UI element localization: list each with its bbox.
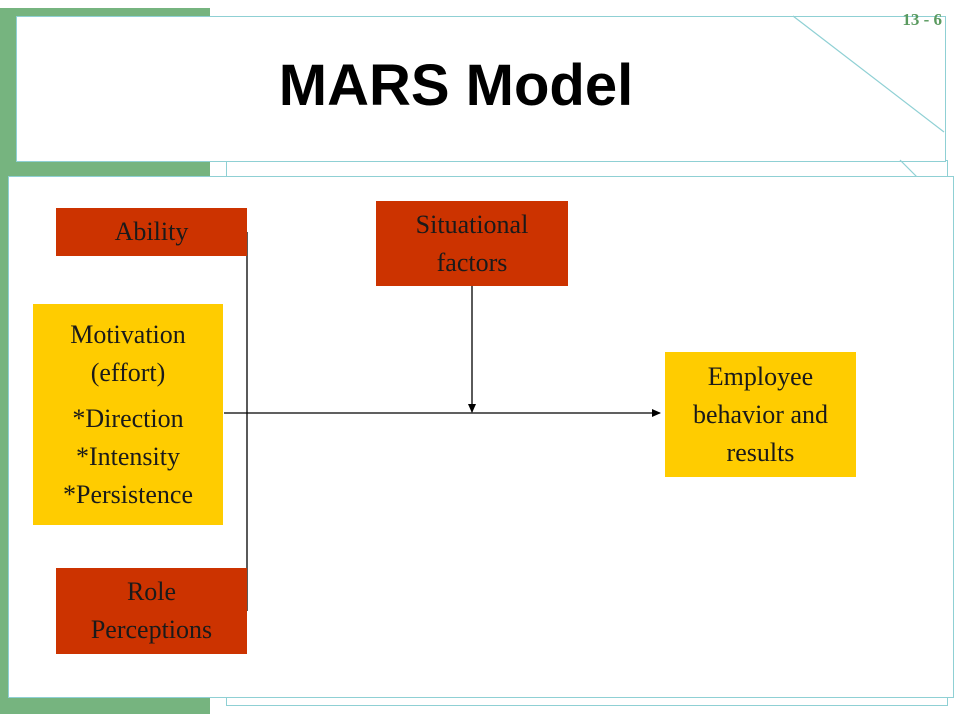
results-label: results [726,437,795,467]
motivation-label: Motivation [70,319,186,349]
motivation-box: Motivation (effort) *Direction *Intensit… [33,304,223,525]
intensity-item: *Intensity [76,441,180,471]
ability-box: Ability [56,208,247,256]
ability-label: Ability [114,217,189,246]
slide-title: MARS Model [278,53,634,118]
role-perceptions-box: Role Perceptions [56,568,247,654]
motivation-effort-label: (effort) [90,357,166,387]
title-panel [16,16,946,162]
employee-label: Employee [707,361,814,391]
perceptions-label: Perceptions [90,615,213,644]
employee-behavior-box: Employee behavior and results [665,352,856,477]
slide-number: 13 - 6 [902,10,942,29]
situational-label: Situational [415,209,529,239]
direction-item: *Direction [72,403,184,433]
persistence-item: *Persistence [63,479,193,509]
situational-factors-box: Situational factors [376,201,568,286]
factors-label: factors [436,247,508,277]
role-label: Role [126,577,177,606]
behavior-and-label: behavior and [692,399,828,429]
